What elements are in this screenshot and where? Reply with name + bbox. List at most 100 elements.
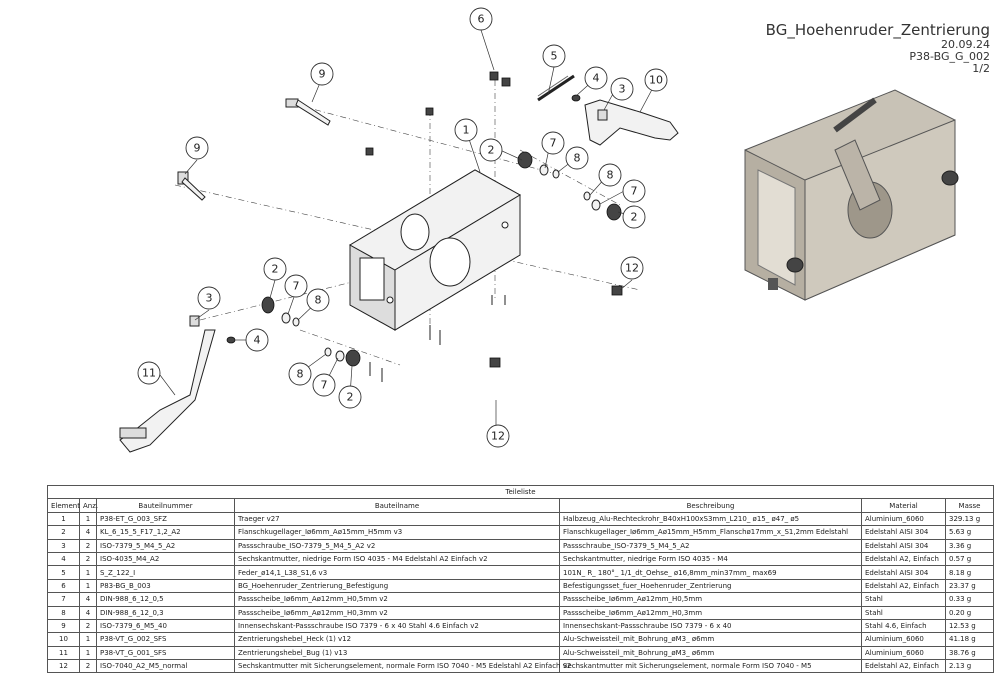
balloon-8: 8 xyxy=(306,288,330,312)
table-cell: Zentrierungshebel_Heck (1) v12 xyxy=(234,632,560,647)
table-cell: P38-ET_G_003_SFZ xyxy=(96,511,235,527)
balloon-3: 3 xyxy=(610,77,634,101)
table-cell: 23.37 g xyxy=(945,578,994,594)
table-cell: Edelstahl AISI 304 xyxy=(861,538,946,553)
balloon-10: 10 xyxy=(644,68,668,92)
balloon-label: 4 xyxy=(593,72,600,85)
balloon-7: 7 xyxy=(622,179,646,203)
balloon-label: 7 xyxy=(321,379,328,392)
table-cell: 2 xyxy=(47,525,80,540)
balloon-label: 7 xyxy=(631,185,638,198)
table-cell: Stahl xyxy=(861,592,946,607)
table-cell: P38-VT_G_002_SFS xyxy=(96,632,235,647)
table-cell: 1 xyxy=(79,632,97,647)
table-cell: ISO-7040_A2_M5_normal xyxy=(96,659,235,674)
table-cell: 10 xyxy=(47,632,80,647)
column-header: Masse xyxy=(945,498,994,513)
table-cell: Aluminium_6060 xyxy=(861,632,946,647)
rear-lever-part xyxy=(584,99,679,146)
table-cell: 38.76 g xyxy=(945,645,994,661)
balloon-12: 12 xyxy=(620,256,644,280)
table-cell: 12.53 g xyxy=(945,618,994,634)
table-cell: Passscheibe_Iø6mm_Aø12mm_H0,5mm v2 xyxy=(234,592,560,607)
table-cell: 4 xyxy=(79,605,97,620)
drawing-number: P38-BG_G_002 xyxy=(909,50,990,63)
column-header: Beschreibung xyxy=(559,498,862,513)
balloon-7: 7 xyxy=(312,373,336,397)
table-cell: Passscheibe_Iø6mm_Aø12mm_H0,5mm xyxy=(559,592,862,607)
table-cell: S_Z_122_I xyxy=(96,565,235,580)
balloon-4: 4 xyxy=(245,328,269,352)
balloon-7: 7 xyxy=(284,274,308,298)
table-cell: 6 xyxy=(47,578,80,594)
balloon-label: 2 xyxy=(488,144,495,157)
table-cell: Edelstahl A2, Einfach xyxy=(861,578,946,594)
table-cell: ISO-7379_5_M4_5_A2 xyxy=(96,538,235,553)
balloon-label: 8 xyxy=(607,169,614,182)
table-cell: 2 xyxy=(79,538,97,553)
table-cell: Edelstahl AISI 304 xyxy=(861,525,946,540)
table-cell: Traeger v27 xyxy=(234,511,560,527)
column-header: Material xyxy=(861,498,946,513)
table-cell: Edelstahl A2, Einfach xyxy=(861,551,946,567)
table-cell: 3.36 g xyxy=(945,538,994,553)
table-cell: Alu-Schweissteil_mit_Bohrung_øM3_ ø6mm xyxy=(559,645,862,661)
balloon-label: 9 xyxy=(319,68,326,81)
sheet-number: 1/2 xyxy=(972,62,990,75)
table-cell: Aluminium_6060 xyxy=(861,511,946,527)
table-cell: 4 xyxy=(47,551,80,567)
table-cell: Flanschkugellager_Iø6mm_Aø15mm_H5mm v3 xyxy=(234,525,560,540)
table-cell: ISO-7379_6_M5_40 xyxy=(96,618,235,634)
balloon-label: 5 xyxy=(551,50,558,63)
table-cell: 9 xyxy=(47,618,80,634)
table-cell: 329.13 g xyxy=(945,511,994,527)
table-cell: 0.57 g xyxy=(945,551,994,567)
balloon-label: 12 xyxy=(491,430,505,443)
column-header: Bauteilname xyxy=(234,498,560,513)
table-cell: 1 xyxy=(47,511,80,527)
table-cell: 101N_ R_ 180°_ 1/1_dt_Oehse_ ø16,8mm_min… xyxy=(559,565,862,580)
balloon-12: 12 xyxy=(486,424,510,448)
table-cell: DIN-988_6_12_0,5 xyxy=(96,592,235,607)
table-cell: 2 xyxy=(79,618,97,634)
table-cell: Sechskantmutter, niedrige Form ISO 4035 … xyxy=(559,551,862,567)
front-lever-part xyxy=(119,329,216,453)
assembly-drawing: 6 5 4 3 10 9 1 2 7 8 9 8 7 2 12 2 7 8 3 … xyxy=(119,7,959,453)
balloon-3: 3 xyxy=(197,286,221,310)
table-caption-row: Teileliste xyxy=(47,484,994,500)
table-cell: Innensechskant-Passschraube ISO 7379 - 6… xyxy=(559,618,862,634)
table-cell: Stahl 4.6, Einfach xyxy=(861,618,946,634)
table-cell: Sechskantmutter mit Sicherungselement, n… xyxy=(559,659,862,674)
balloon-label: 11 xyxy=(142,367,156,380)
table-cell: Sechskantmutter mit Sicherungselement, n… xyxy=(234,659,571,674)
fastener-parts xyxy=(189,71,623,382)
table-cell: Feder_ø14,1_L38_S1,6 v3 xyxy=(234,565,560,580)
table-cell: 8 xyxy=(47,605,80,620)
table-cell: 7 xyxy=(47,592,80,607)
table-cell: KL_6_15_5_F17_1,2_A2 xyxy=(96,525,235,540)
table-cell: Halbzeug_Alu-Rechteckrohr_B40xH100xS3mm_… xyxy=(559,511,862,527)
table-cell: 8.18 g xyxy=(945,565,994,580)
title-block: BG_Hoehenruder_Zentrierung 20.09.24 P38-… xyxy=(766,22,990,75)
balloon-label: 4 xyxy=(254,334,261,347)
balloon-2: 2 xyxy=(263,257,287,281)
bolt-part xyxy=(177,98,331,201)
table-cell: 0.33 g xyxy=(945,592,994,607)
balloon-2: 2 xyxy=(622,205,646,229)
column-header: Bauteilnummer xyxy=(96,498,235,513)
table-cell: Passscheibe_Iø6mm_Aø12mm_H0,3mm xyxy=(559,605,862,620)
balloon-label: 12 xyxy=(625,262,639,275)
drawing-date: 20.09.24 xyxy=(941,38,990,51)
balloon-8: 8 xyxy=(598,163,622,187)
